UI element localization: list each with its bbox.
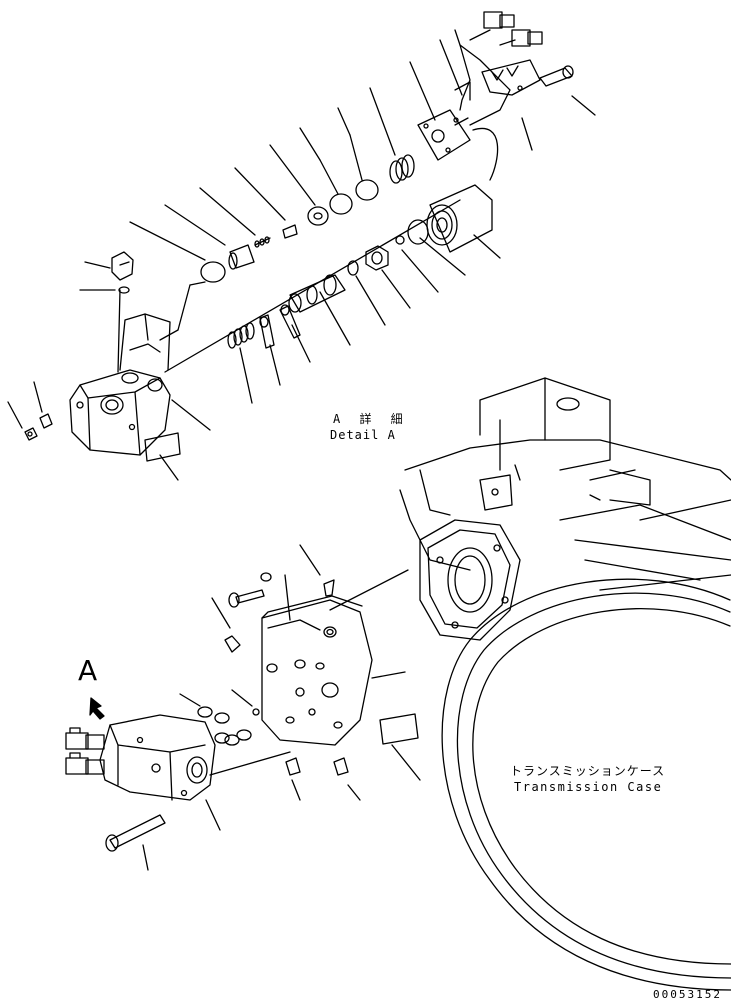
control-valve-assembly: [65, 544, 421, 871]
transmission-case-label-en: Transmission Case: [514, 780, 663, 794]
drawing-number: 00053152: [653, 988, 722, 1001]
transmission-case-label-jp: トランスミッションケース: [510, 764, 666, 778]
transmission-case: [399, 377, 731, 991]
detail-a-label-jp: A 詳 細: [333, 412, 409, 426]
detail-a-assembly: [7, 11, 596, 481]
detail-a-label-en: Detail A: [330, 428, 396, 442]
view-a-marker: A: [78, 654, 98, 687]
